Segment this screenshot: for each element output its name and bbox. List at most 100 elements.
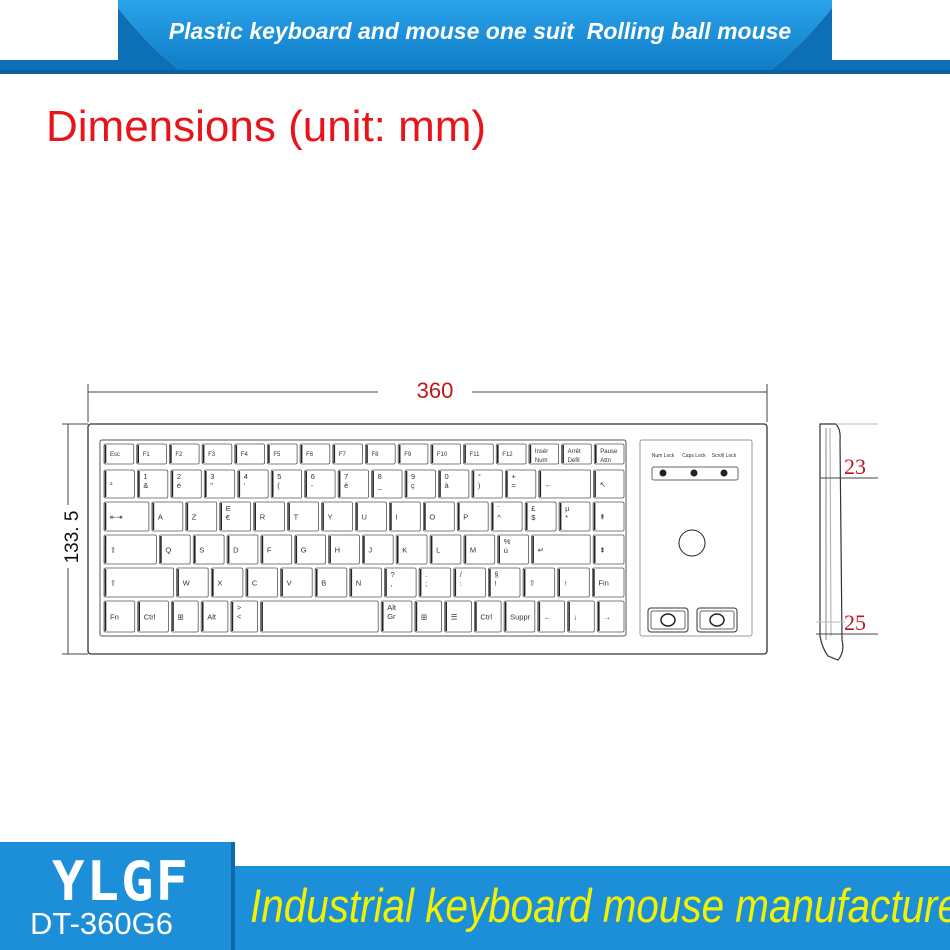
key [158,534,191,565]
key-label: & [143,481,148,490]
trackball [678,529,706,557]
key [260,534,293,565]
left-mouse-button [647,607,689,633]
key-label: ° [478,472,481,481]
footer-brand-panel [0,842,232,950]
key [537,600,565,633]
key [171,600,199,633]
key-label: 2 [177,472,181,481]
key-label: £ [531,504,536,513]
key-label: ⇞ [599,513,605,522]
key-label: T [294,513,299,522]
key [593,443,625,465]
key [185,501,218,532]
key [430,443,461,465]
key-label: ↑ [564,579,568,588]
mouse-area [639,439,753,637]
key-label: ↵ [538,546,544,555]
key [384,567,417,598]
mouse-buttons [647,607,738,633]
key-label: ⊞ [178,613,184,622]
key [266,443,298,465]
key-label: F [267,546,272,555]
key-label: X [217,579,222,588]
key-label: F12 [502,452,513,458]
key [473,600,502,633]
key-label: U [362,513,367,522]
key [226,534,259,565]
key [203,469,236,499]
key-label: ← [545,480,553,489]
key-label: Arrêt [568,449,581,455]
key-label: F7 [339,452,347,458]
key-label: 5 [277,472,281,481]
key [136,469,169,499]
key-label: F1 [143,452,151,458]
key-label: Y [328,513,333,522]
right-mouse-button [696,607,738,633]
key-label: Suppr [510,613,531,622]
key [497,534,529,565]
key [349,567,382,598]
key-label: C [252,579,258,588]
key-label: Q [165,546,171,555]
key [418,567,452,598]
key-label: D [233,546,239,555]
brand-logo-text: YLGF [52,850,190,910]
key-label: Z [192,513,197,522]
key-label: Défil [568,458,580,464]
key [299,443,331,465]
key-label: ( [277,481,280,490]
key [170,469,202,499]
key [471,469,503,499]
key-label: é [177,481,181,490]
key [103,501,150,532]
key [495,443,527,465]
key [397,443,429,465]
key [280,567,313,598]
key-label: R [260,513,266,522]
key-label: L [436,546,440,555]
key-label: ¨ [497,504,500,513]
key [453,567,486,598]
key [192,534,225,565]
key-label: 3 [210,472,214,481]
slogan: Industrial keyboard mouse manufacturer [250,879,950,932]
key [321,501,353,532]
key-label: P [463,513,468,522]
key-label: ↖ [600,480,606,489]
model-number: DT-360G6 [30,906,174,941]
key-label: W [183,579,191,588]
key [592,567,625,598]
key-label: % [504,537,511,546]
key [487,567,521,598]
key-label: ↓ [574,613,578,622]
key-label: $ [531,513,536,522]
key-label: ² [110,480,113,489]
key [504,469,537,499]
key [355,501,387,532]
key-label: ' [244,481,246,490]
key-label: J [368,546,372,555]
key-label: G [301,546,307,555]
key [528,443,560,465]
key-label: 9 [411,472,415,481]
footer-divider [231,842,235,950]
key-label: à [445,481,450,490]
key [596,600,625,633]
key [463,534,496,565]
key-label: 8 [378,472,382,481]
key-label: E [226,504,231,513]
key-label: Fin [598,579,608,588]
key [365,443,396,465]
key [287,501,319,532]
key [168,443,200,465]
key [234,443,265,465]
num-lock-led [659,469,667,477]
key-label: ☰ [451,613,458,622]
key-label: Alt [207,613,217,622]
key-label: Alt [387,603,397,612]
lock-indicators: Num Lock Caps Lock Scroll Lock [651,453,739,481]
key-label: * [565,513,568,522]
